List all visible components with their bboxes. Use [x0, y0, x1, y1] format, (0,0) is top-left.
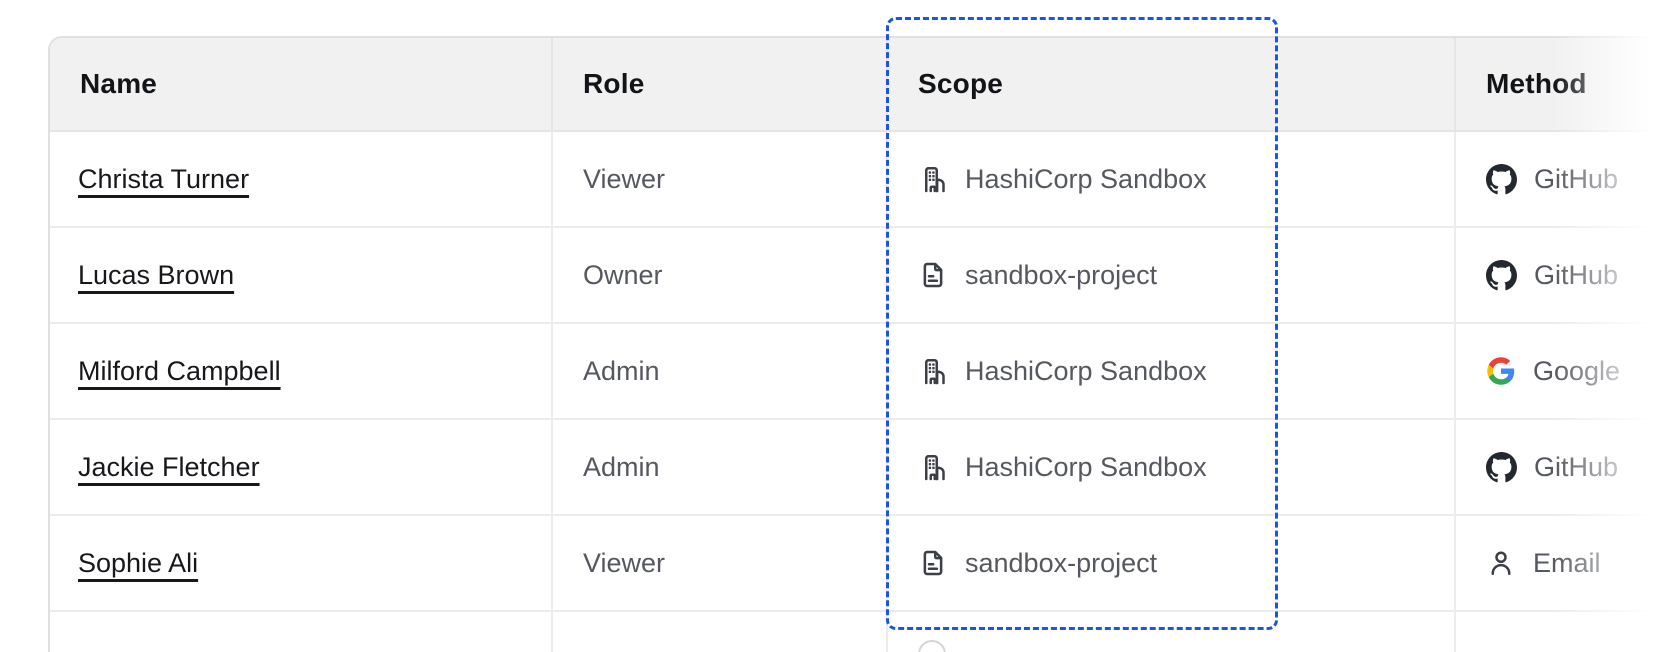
member-role: Viewer [583, 547, 666, 578]
member-role: Admin [583, 451, 660, 482]
scope-cell: sandbox-project [888, 516, 1456, 610]
column-header-role: Role [553, 38, 888, 130]
table-row: Milford Campbell Admin HashiCorp Sandbox… [50, 324, 1672, 420]
member-scope-label: sandbox-project [965, 547, 1158, 578]
name-cell: Sophie Ali [50, 516, 553, 610]
member-scope-label: HashiCorp Sandbox [965, 355, 1207, 386]
member-method-label: GitHub [1534, 451, 1619, 482]
member-scope-label: HashiCorp Sandbox [965, 163, 1207, 194]
scope-cell: HashiCorp Sandbox [888, 420, 1456, 514]
member-name-link[interactable]: Jackie Fletcher [78, 451, 260, 482]
name-cell: Christa Turner [50, 132, 553, 226]
name-cell: Lucas Brown [50, 228, 553, 322]
member-method-label: Google [1533, 355, 1621, 386]
github-icon [1486, 259, 1517, 291]
table-row: Christa Turner Viewer HashiCorp Sandbox … [50, 132, 1672, 228]
member-method-label: Email [1533, 547, 1601, 578]
member-role: Viewer [583, 163, 666, 194]
member-name-link[interactable]: Milford Campbell [78, 355, 281, 386]
member-role: Admin [583, 355, 660, 386]
column-header-scope: Scope [888, 38, 1456, 130]
method-cell: GitHub [1456, 132, 1672, 226]
table-row: Sophie Ali Viewer sandbox-project Email [50, 516, 1672, 612]
user-icon [1486, 548, 1516, 578]
role-cell: Viewer [553, 132, 888, 226]
member-name-link[interactable]: Sophie Ali [78, 547, 199, 578]
table-body: Christa Turner Viewer HashiCorp Sandbox … [50, 132, 1672, 652]
github-icon [1486, 163, 1517, 195]
member-scope-label: HashiCorp Sandbox [965, 451, 1207, 482]
column-header-name: Name [50, 38, 553, 130]
name-cell: Milford Campbell [50, 324, 553, 418]
member-scope-label: sandbox-project [965, 259, 1158, 290]
member-method-label: GitHub [1534, 259, 1619, 290]
name-cell: Jackie Fletcher [50, 420, 553, 514]
org-building-icon [918, 356, 948, 386]
role-cell: Admin [553, 324, 888, 418]
github-icon [1486, 451, 1517, 483]
org-building-icon [918, 164, 948, 194]
method-cell: GitHub [1456, 228, 1672, 322]
table-header-row: Name Role Scope Method [50, 38, 1672, 132]
column-header-method: Method [1486, 68, 1587, 99]
method-cell: GitHub [1456, 420, 1672, 514]
project-document-icon [918, 548, 948, 578]
member-name-link[interactable]: Lucas Brown [78, 259, 235, 290]
table-row-partial [50, 612, 1672, 652]
scope-cell: HashiCorp Sandbox [888, 324, 1456, 418]
scope-cell: HashiCorp Sandbox [888, 132, 1456, 226]
method-cell: Google [1456, 324, 1672, 418]
members-table: Name Role Scope Method Christa Turner Vi… [48, 36, 1672, 652]
role-cell: Admin [553, 420, 888, 514]
org-building-icon [918, 452, 948, 482]
project-document-icon [918, 260, 948, 290]
method-cell: Email [1456, 516, 1672, 610]
role-cell: Viewer [553, 516, 888, 610]
member-method-label: GitHub [1534, 163, 1619, 194]
scope-cell: sandbox-project [888, 228, 1456, 322]
role-cell: Owner [553, 228, 888, 322]
google-icon [1486, 356, 1516, 386]
member-name-link[interactable]: Christa Turner [78, 163, 250, 194]
table-row: Lucas Brown Owner sandbox-project GitHub [50, 228, 1672, 324]
table-row: Jackie Fletcher Admin HashiCorp Sandbox … [50, 420, 1672, 516]
member-role: Owner [583, 259, 663, 290]
